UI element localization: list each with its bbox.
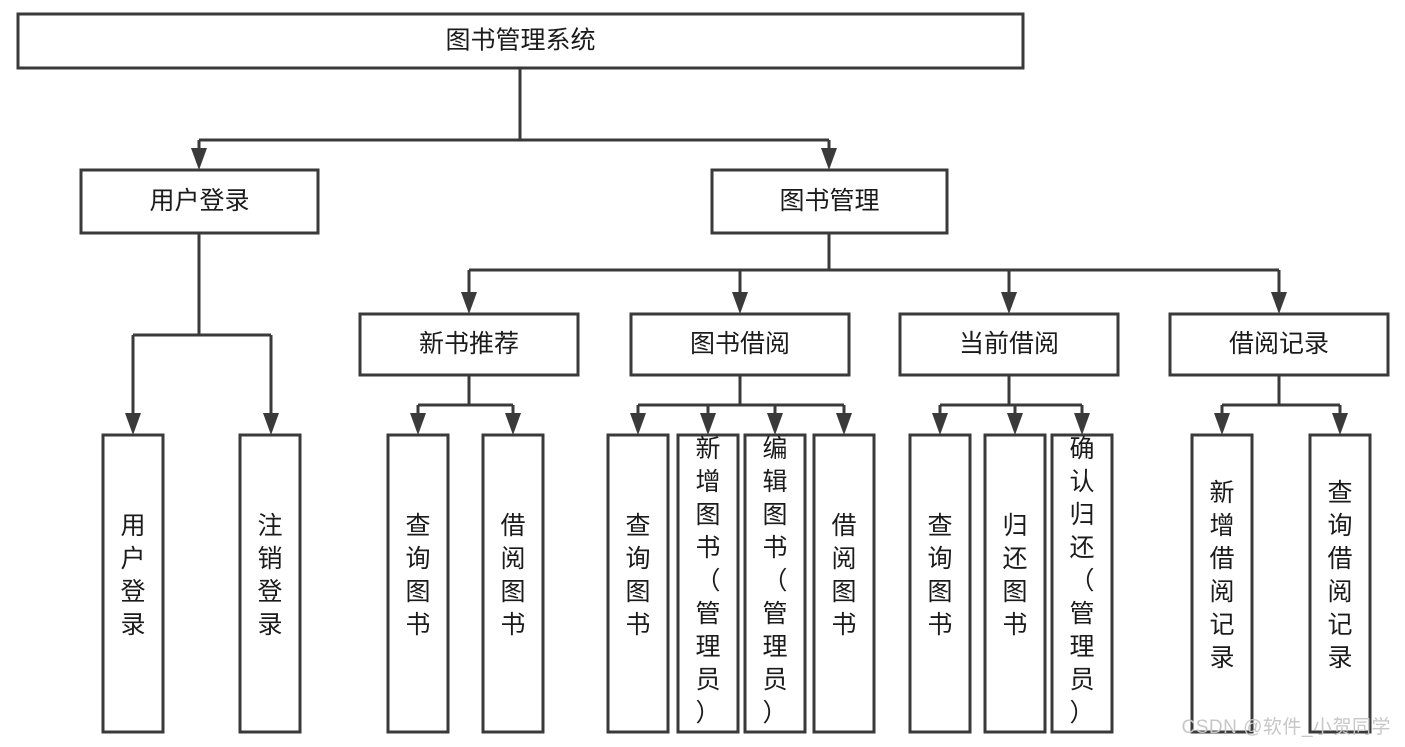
node-label-borrow-record: 借阅记录 — [1229, 330, 1329, 358]
node-current-borrow[interactable]: 当前借阅 — [898, 312, 1120, 377]
node-box-leaf-query-book-2[interactable] — [606, 433, 670, 734]
node-leaf-add-record[interactable]: 新增借阅记录 — [1190, 433, 1254, 734]
node-box-leaf-edit-book[interactable] — [743, 433, 807, 734]
arrow-head-leaf-add-record — [1214, 413, 1230, 435]
arrow-head-leaf-query-record — [1332, 413, 1348, 435]
node-box-book-mgmt[interactable] — [710, 168, 949, 235]
arrow-head-leaf-query-book-2 — [630, 413, 646, 435]
node-box-user-login[interactable] — [79, 168, 320, 235]
node-layer: 图书管理系统用户登录图书管理新书推荐图书借阅当前借阅借阅记录用户登录注销登录查询… — [16, 12, 1390, 734]
node-label-current-borrow: 当前借阅 — [959, 330, 1059, 358]
arrow-head-new-book-rec — [461, 292, 477, 314]
arrow-head-leaf-borrow-book-2 — [836, 413, 852, 435]
node-label-leaf-add-book: 新增图书（管理员） — [695, 435, 720, 727]
arrow-head-book-borrow — [732, 292, 748, 314]
node-box-leaf-return-book[interactable] — [983, 433, 1047, 734]
node-label-leaf-add-record: 新增借阅记录 — [1209, 479, 1234, 672]
arrow-head-leaf-add-book — [700, 413, 716, 435]
node-box-leaf-query-record[interactable] — [1308, 433, 1372, 734]
node-box-leaf-user-login[interactable] — [101, 433, 165, 734]
node-box-leaf-confirm-return[interactable] — [1050, 433, 1114, 734]
node-leaf-query-book-2[interactable]: 查询图书 — [606, 433, 670, 734]
node-label-leaf-borrow-book-2: 借阅图书 — [831, 512, 856, 639]
node-label-root: 图书管理系统 — [445, 27, 595, 55]
node-box-leaf-user-logout[interactable] — [238, 433, 302, 734]
node-leaf-add-book[interactable]: 新增图书（管理员） — [676, 433, 740, 734]
arrow-head-leaf-query-book-3 — [932, 413, 948, 435]
node-box-leaf-query-book-3[interactable] — [908, 433, 972, 734]
node-root[interactable]: 图书管理系统 — [16, 12, 1025, 70]
node-box-new-book-rec[interactable] — [358, 312, 580, 377]
node-label-leaf-query-book-3: 查询图书 — [927, 512, 952, 639]
node-label-leaf-query-record: 查询借阅记录 — [1327, 479, 1352, 672]
arrow-head-borrow-record — [1271, 292, 1287, 314]
arrow-head-leaf-user-logout — [263, 413, 279, 435]
arrow-head-leaf-confirm-return — [1074, 413, 1090, 435]
arrow-head-current-borrow — [1001, 292, 1017, 314]
node-label-leaf-confirm-return: 确认归还（管理员） — [1069, 435, 1094, 727]
node-box-book-borrow[interactable] — [629, 312, 851, 377]
node-box-current-borrow[interactable] — [898, 312, 1120, 377]
node-box-root[interactable] — [16, 12, 1025, 70]
arrow-head-layer — [125, 148, 1348, 435]
node-box-leaf-add-book[interactable] — [676, 433, 740, 734]
node-label-leaf-user-logout: 注销登录 — [257, 512, 282, 639]
node-label-leaf-edit-book: 编辑图书（管理员） — [762, 435, 787, 727]
node-book-borrow[interactable]: 图书借阅 — [629, 312, 851, 377]
node-leaf-query-book-1[interactable]: 查询图书 — [386, 433, 450, 734]
node-leaf-confirm-return[interactable]: 确认归还（管理员） — [1050, 433, 1114, 734]
node-leaf-query-record[interactable]: 查询借阅记录 — [1308, 433, 1372, 734]
node-label-leaf-query-book-2: 查询图书 — [625, 512, 650, 639]
node-box-leaf-add-record[interactable] — [1190, 433, 1254, 734]
arrow-head-leaf-borrow-book-1 — [505, 413, 521, 435]
node-label-book-mgmt: 图书管理 — [779, 187, 879, 215]
node-label-new-book-rec: 新书推荐 — [419, 330, 519, 358]
node-book-mgmt[interactable]: 图书管理 — [710, 168, 949, 235]
node-box-borrow-record[interactable] — [1168, 312, 1390, 377]
arrow-head-leaf-query-book-1 — [410, 413, 426, 435]
node-label-leaf-user-login: 用户登录 — [120, 512, 145, 639]
node-label-leaf-return-book: 归还图书 — [1002, 512, 1027, 639]
arrow-head-leaf-return-book — [1007, 413, 1023, 435]
node-leaf-return-book[interactable]: 归还图书 — [983, 433, 1047, 734]
node-leaf-user-login[interactable]: 用户登录 — [101, 433, 165, 734]
node-leaf-borrow-book-1[interactable]: 借阅图书 — [481, 433, 545, 734]
node-user-login[interactable]: 用户登录 — [79, 168, 320, 235]
node-leaf-query-book-3[interactable]: 查询图书 — [908, 433, 972, 734]
arrow-head-leaf-user-login — [125, 413, 141, 435]
node-leaf-edit-book[interactable]: 编辑图书（管理员） — [743, 433, 807, 734]
node-box-leaf-borrow-book-1[interactable] — [481, 433, 545, 734]
node-label-leaf-borrow-book-1: 借阅图书 — [500, 512, 525, 639]
arrow-head-user-login — [191, 148, 207, 170]
node-box-leaf-query-book-1[interactable] — [386, 433, 450, 734]
node-label-book-borrow: 图书借阅 — [690, 330, 790, 358]
node-borrow-record[interactable]: 借阅记录 — [1168, 312, 1390, 377]
node-new-book-rec[interactable]: 新书推荐 — [358, 312, 580, 377]
node-box-leaf-borrow-book-2[interactable] — [812, 433, 876, 734]
node-label-leaf-query-book-1: 查询图书 — [405, 512, 430, 639]
node-label-user-login: 用户登录 — [149, 187, 249, 215]
arrow-head-leaf-edit-book — [767, 413, 783, 435]
node-leaf-borrow-book-2[interactable]: 借阅图书 — [812, 433, 876, 734]
node-leaf-user-logout[interactable]: 注销登录 — [238, 433, 302, 734]
arrow-head-book-mgmt — [821, 148, 837, 170]
